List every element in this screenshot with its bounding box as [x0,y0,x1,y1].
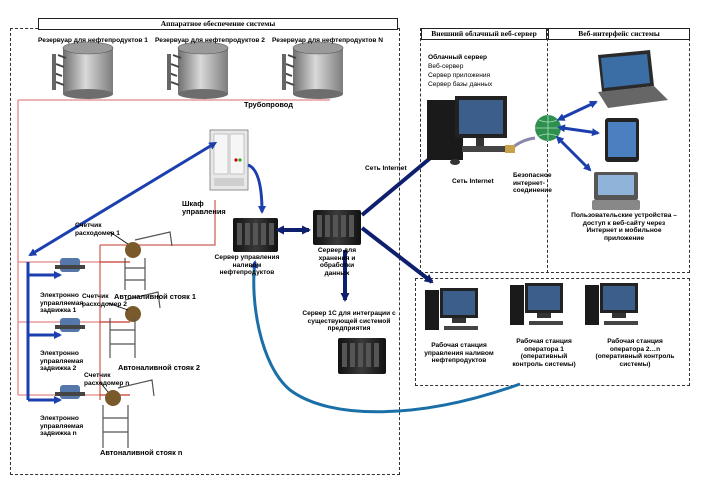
meter-icons [105,242,141,406]
cloud-header: Внешний облачный веб-сервер [421,28,547,40]
stand-label-1: Автоналивной стояк 1 [114,292,196,301]
stand-label-n: Автоналивной стояк n [100,448,183,457]
secure-connection-label: Безопасное интернет-соединение [513,172,552,195]
cloud-server-line-2: Сервер приложения [428,72,491,79]
tablet-icon [605,118,639,162]
workstation-return-arrow [250,260,521,414]
server-1c-icon [338,338,386,374]
workstation-label-1: Рабочая станция управления наливом нефте… [424,342,494,365]
tank-icon-2 [167,41,229,99]
hardware-header: Аппаратное обеспечение системы [38,18,398,30]
cabinet-label: Шкаф управления [182,199,226,217]
netbook-icon [592,172,640,210]
workstation-icon-2 [510,283,563,325]
tablet-arrow [557,124,600,137]
cabinet-to-server-arrow [247,163,266,214]
control-server-label: Сервер управления наливом нефтепродуктов [214,254,280,277]
meter-arrows [99,231,129,393]
meter-label-1: Счетчик расходомер 1 [75,222,120,237]
cloud-server-title: Облачный сервер [428,54,488,61]
internet-cloud-label: Сеть Internet [452,178,494,185]
web-header: Веб-интерфейс системы [548,28,690,40]
tank-icon-n [282,41,344,99]
workstation-icon-1 [425,288,478,330]
cloud-web-divider [547,28,548,273]
storage-to-workstations-arrow [360,226,434,284]
laptop-icon [598,50,668,108]
netbook-arrow [555,135,592,172]
cloud-server-line-1: Веб-сервер [428,63,464,70]
workstation-label-n: Рабочая станция оператора 2…n (оперативн… [595,338,675,368]
control-cabinet-icon [209,129,249,191]
internet-net-label: Сеть Internet [365,165,407,172]
cloud-server-line-3: Сервер базы данных [428,81,493,88]
storage-server-label: Сервер для хранения и обработки данных [317,247,357,277]
tank-label-n: Резервуар для нефтепродуктов N [272,37,384,44]
cloud-computer-icon [427,96,507,165]
cabinet-to-field-arrows [26,141,218,404]
lock-icon [505,145,515,153]
meter-label-2: Счетчик расходомер 2 [82,293,127,308]
globe-icon [535,115,561,141]
tank-label-2: Резервуар для нефтепродуктов 2 [155,37,265,44]
valve-label-1: Электронно управляемая задвижка 1 [40,292,84,315]
laptop-arrow [556,100,598,121]
stand-label-2: Автоналивной стояк 2 [118,363,200,372]
tank-label-1: Резервуар для нефтепродуктов 1 [38,37,148,44]
valve-label-2: Электронно управляемая задвижка 2 [40,350,84,373]
loading-stand-icons [102,231,173,448]
workstation-icon-n [585,283,638,325]
workstations-frame [415,278,690,386]
valve-label-n: Электронно управляемая задвижка n [40,415,84,438]
user-devices-label: Пользовательские устройства – доступ к в… [571,212,677,242]
valve-icons [55,258,85,399]
workstation-label-2: Рабочая станция оператора 1 (оперативный… [512,338,576,368]
control-server-icon [233,218,278,252]
storage-to-cloud-arrow [360,148,442,217]
tank-icon-1 [52,41,114,99]
storage-server-icon [313,210,361,245]
server-1c-label: Сервер 1С для интеграции с существующей … [302,310,396,333]
pipeline-label: Трубопровод [244,100,293,109]
meter-label-n: Счетчик расходомер n [84,372,130,387]
